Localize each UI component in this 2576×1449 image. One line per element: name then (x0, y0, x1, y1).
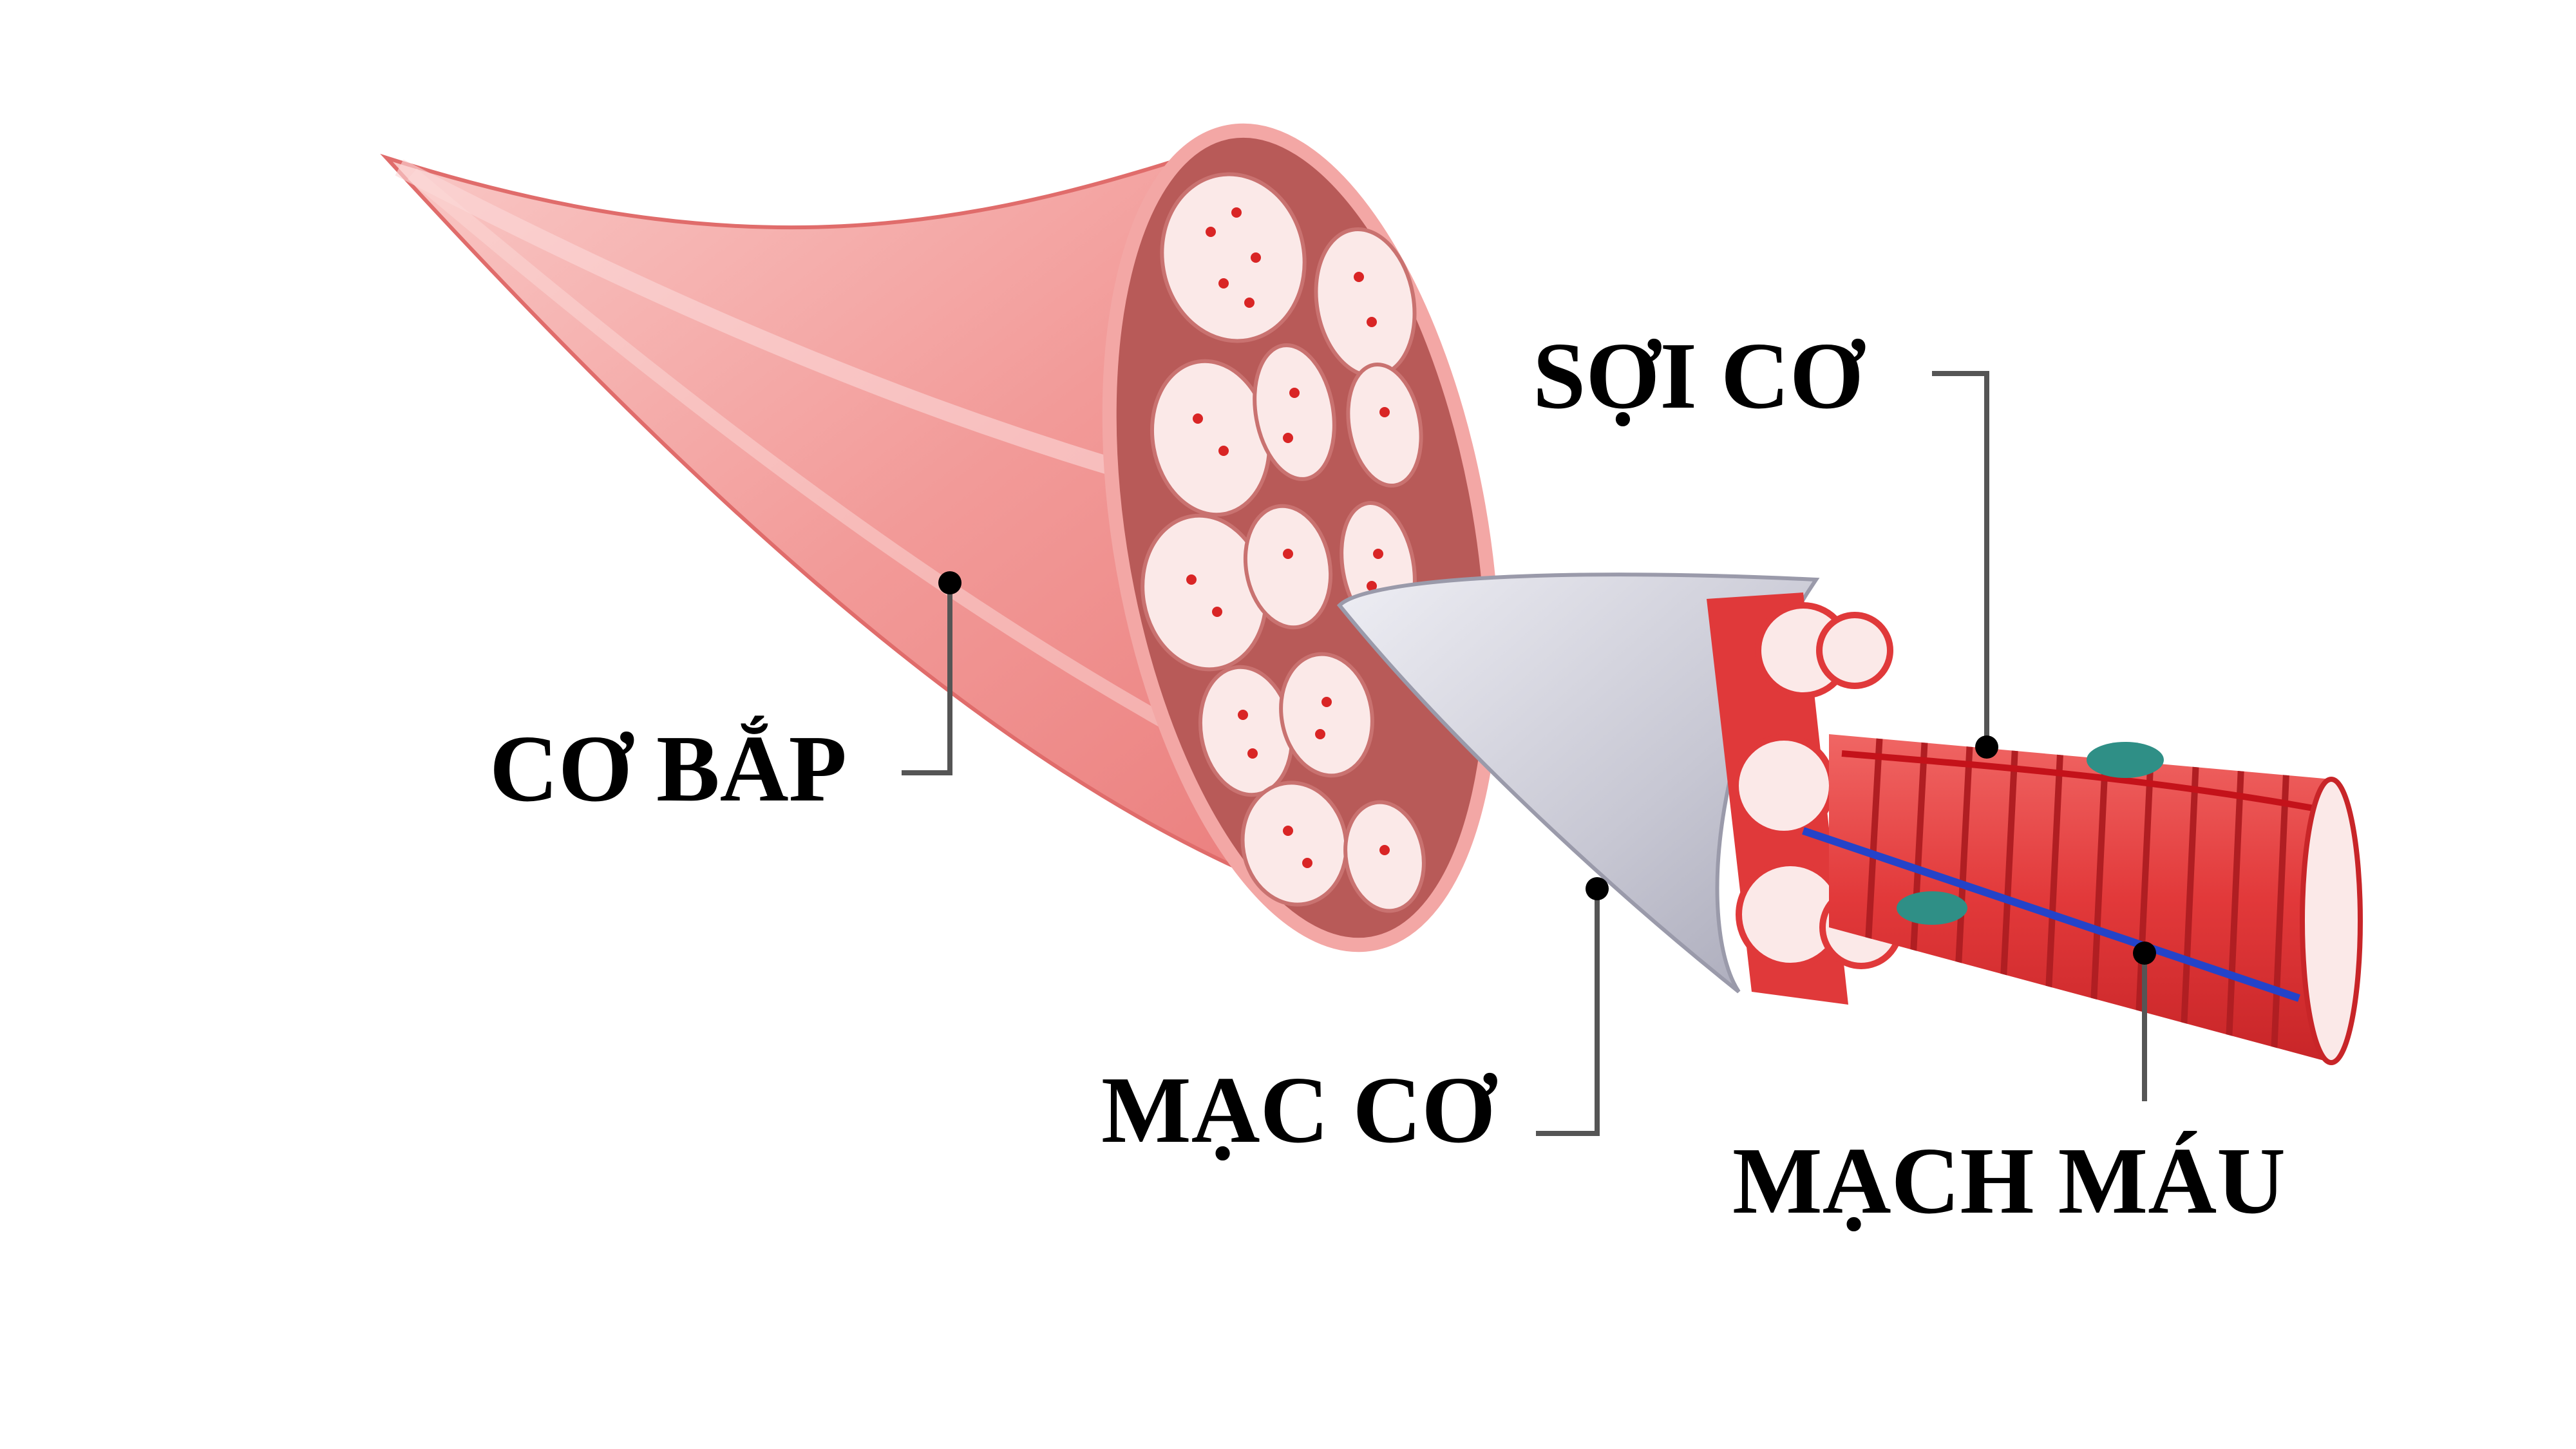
fiber-striations (1864, 734, 2289, 1063)
fascia-sheath (1336, 573, 1820, 994)
satellite-cell (1897, 891, 1967, 925)
fascicle-bundle (1707, 592, 1903, 1005)
leader-lines (902, 371, 2147, 1136)
nuclei-dots (1186, 207, 1390, 868)
label-muscle: CƠ BẮP (489, 716, 847, 822)
label-muscle-fiber: SỢI CƠ (1533, 323, 1864, 429)
label-fascia: MẠC CƠ (1101, 1057, 1496, 1163)
capillary (1841, 750, 2332, 815)
satellite-cell (2087, 742, 2164, 778)
muscle-fiber (1829, 734, 2331, 1063)
blood-vessel (1802, 827, 2300, 1002)
label-blood-vessel: MẠCH MÁU (1732, 1128, 2286, 1234)
fascicles (1141, 172, 1426, 913)
fiber-end-cap (2300, 777, 2363, 1065)
leader-dots (938, 571, 2156, 965)
